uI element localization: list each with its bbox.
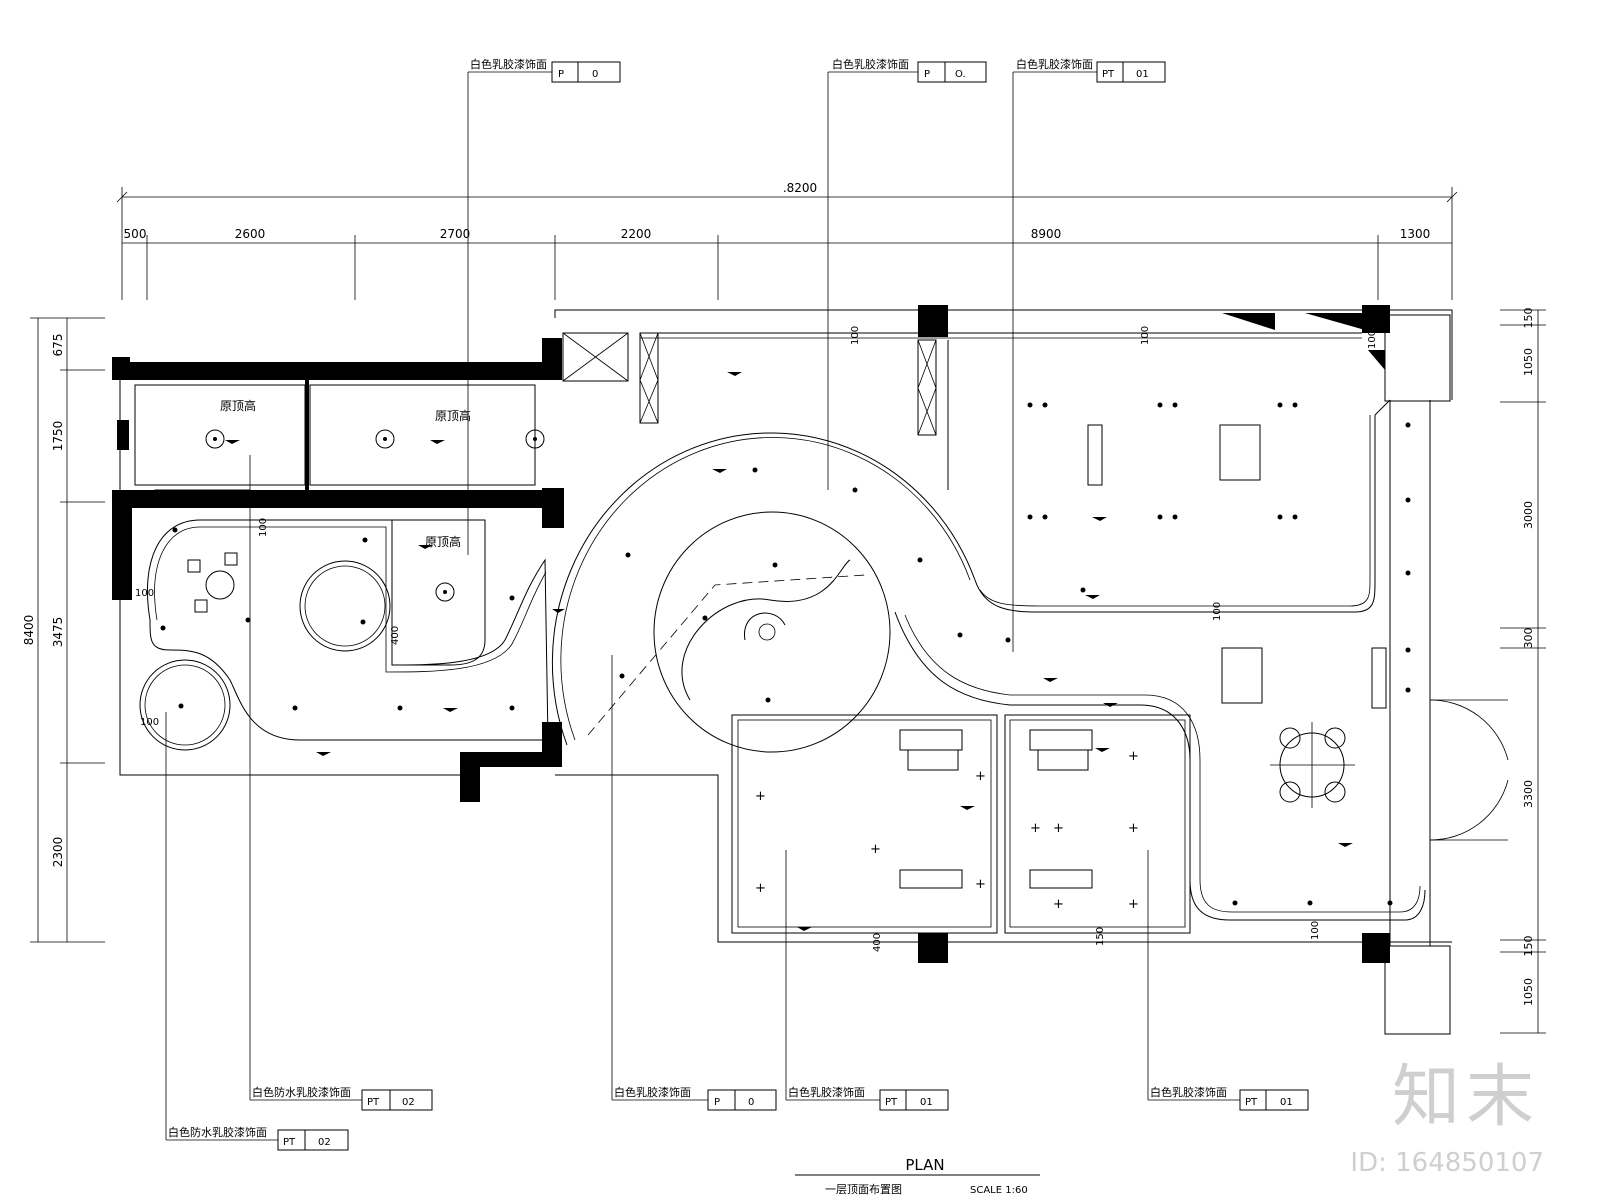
level-10: 100 [1367,330,1378,349]
watermark-logo: 知末 [1391,1058,1540,1137]
svg-text:O.: O. [955,69,966,80]
svg-text:01: 01 [1280,1097,1293,1108]
dim-top-3: 2200 [621,227,652,241]
room-label-2: 原顶高 [425,534,461,549]
right-dimension-lines: 150 1050 3000 300 3300 150 1050 [1500,308,1546,1034]
dim-top-1: 2600 [235,227,266,241]
callout-bottom-1-label: 白色防水乳胶漆饰面 [168,1125,267,1139]
callouts-bottom: 白色防水乳胶漆饰面 PT 02 白色防水乳胶漆饰面 PT 02 白色乳胶漆饰面 … [165,455,1309,1151]
svg-text:+: + [1128,897,1139,912]
dim-left-3: 2300 [51,837,65,868]
callout-bottom-2-label: 白色乳胶漆饰面 [614,1085,691,1099]
svg-text:01: 01 [1136,69,1149,80]
drawing-subtitle: 一层顶面布置图 [825,1183,902,1196]
callout-bottom-3-label: 白色乳胶漆饰面 [788,1085,865,1099]
svg-text:PT: PT [1102,69,1115,80]
furniture [187,424,1387,889]
room-label-1: 原顶高 [435,408,471,423]
title-block: PLAN 一层顶面布置图 SCALE 1:60 [795,1156,1040,1196]
watermark-id: ID: 164850107 [1350,1148,1544,1178]
level-8: 100 [1212,602,1223,621]
dim-overall: .8200 [783,181,817,195]
dim-left-0: 675 [51,334,65,357]
callouts-top: 白色乳胶漆饰面 P 0 白色乳胶漆饰面 P O. 白色乳胶漆饰面 PT 01 [467,57,1166,652]
svg-text:+: + [755,881,766,896]
callout-top-1-label: 白色乳胶漆饰面 [832,57,909,71]
level-3: 100 [135,588,154,599]
dim-top-4: 8900 [1031,227,1062,241]
svg-text:+: + [975,769,986,784]
outer-boundary [119,309,1509,1035]
svg-text:02: 02 [402,1097,415,1108]
svg-text:PT: PT [283,1137,296,1148]
dim-top-2: 2700 [440,227,471,241]
level-1: 100 [1140,326,1151,345]
level-0: 100 [850,326,861,345]
svg-text:+: + [755,789,766,804]
svg-text:+: + [975,877,986,892]
level-numbers: 100 100 100 100 400 100 400 150 100 100 … [135,326,1378,952]
svg-text:+: + [870,842,881,857]
room-label-0: 原顶高 [220,398,256,413]
drawing-scale: SCALE 1:60 [970,1185,1028,1196]
dim-right-5: 150 [1522,936,1535,957]
top-left-rooms [134,384,536,503]
level-9: 100 [1310,921,1321,940]
top-dimension-lines: .8200 500 2600 2700 2200 8900 1300 [116,181,1458,300]
svg-text:+: + [1128,821,1139,836]
svg-text:P: P [558,69,564,80]
svg-text:+: + [1128,749,1139,764]
svg-text:02: 02 [318,1137,331,1148]
dim-right-6: 1050 [1522,978,1535,1006]
callout-bottom-0-label: 白色防水乳胶漆饰面 [252,1085,351,1099]
svg-text:0: 0 [748,1097,754,1108]
left-dimension-lines: 8400 675 1750 3475 2300 [22,317,105,943]
svg-text:+: + [1053,821,1064,836]
dim-top-0: 500 [124,227,147,241]
walls [112,305,1390,963]
svg-text:+: + [1030,821,1041,836]
svg-text:01: 01 [920,1097,933,1108]
svg-text:P: P [714,1097,720,1108]
svg-text:PT: PT [367,1097,380,1108]
level-4: 400 [390,626,401,645]
dim-right-1: 1050 [1522,348,1535,376]
shaft-boxes [562,332,937,436]
svg-text:+: + [1053,897,1064,912]
svg-text:0: 0 [592,69,598,80]
plus-lights: + + + + + + + + + + + [755,749,1139,912]
dim-right-2: 3000 [1522,501,1535,529]
dim-right-3: 300 [1522,628,1535,649]
level-7: 150 [1095,927,1106,946]
callout-bottom-4-label: 白色乳胶漆饰面 [1150,1085,1227,1099]
dim-left-total: 8400 [22,615,36,646]
dim-right-0: 150 [1522,308,1535,329]
callout-top-2-label: 白色乳胶漆饰面 [1016,57,1093,71]
callout-top-0-label: 白色乳胶漆饰面 [470,57,547,71]
downlights [160,402,1411,906]
ceiling-outlines [139,332,1426,934]
svg-text:P: P [924,69,930,80]
level-2: 100 [258,518,269,537]
level-6: 400 [872,933,883,952]
level-5: 100 [140,717,159,728]
dim-left-2: 3475 [51,617,65,648]
svg-text:PT: PT [885,1097,898,1108]
dim-top-5: 1300 [1400,227,1431,241]
level-symbols [225,372,1353,931]
dim-right-4: 3300 [1522,780,1535,808]
drawing-title: PLAN [905,1156,944,1174]
svg-text:PT: PT [1245,1097,1258,1108]
dim-left-1: 1750 [51,421,65,452]
room-labels: 原顶高 原顶高 原顶高 [220,398,471,549]
